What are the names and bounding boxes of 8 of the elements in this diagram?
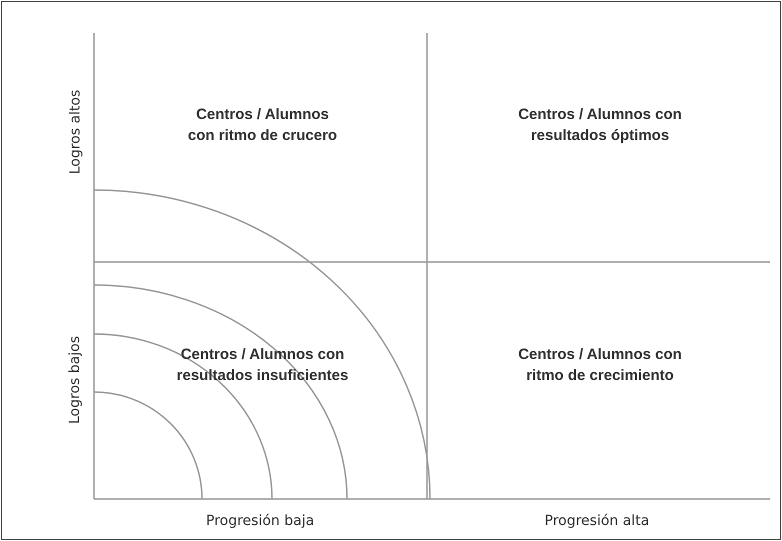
quadrant-label: Centros / Alumnos con resultados óptimos — [517, 105, 683, 146]
quadrant-label: Centros / Alumnos con ritmo de crucero — [186, 105, 338, 146]
quadrant-label: Centros / Alumnos con resultados insuficientes — [176, 345, 350, 386]
axis-label: Progresión alta — [544, 513, 650, 529]
axis-label: Logros altos — [66, 90, 83, 174]
axis-label: Logros bajos — [67, 336, 83, 424]
axis-label: Progresión baja — [206, 513, 314, 529]
quadrant-label: Centros / Alumnos con ritmo de crecimiento — [517, 345, 683, 386]
